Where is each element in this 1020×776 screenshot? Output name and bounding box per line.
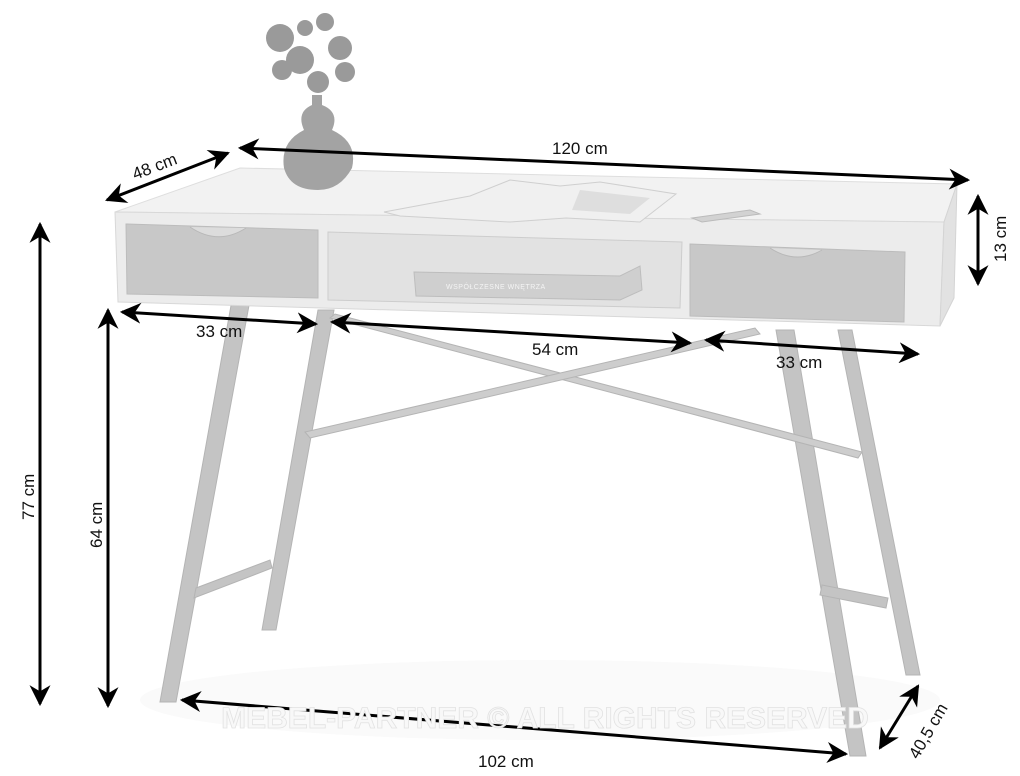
- dim-right-drawer-arrow: [703, 330, 921, 364]
- desk-side-face: [939, 183, 958, 327]
- desk-legs: [159, 299, 921, 757]
- dim-leg-span-arrow: [179, 691, 849, 763]
- left-drawer: [125, 223, 319, 299]
- label-width-top: 120 cm: [552, 139, 608, 158]
- watermark: MEBEL-PARTNER © ALL RIGHTS RESERVED: [221, 702, 869, 735]
- label-leg-span-width: 102 cm: [478, 752, 534, 771]
- phone: [690, 209, 762, 223]
- right-drawer-handle: [769, 247, 823, 258]
- label-depth-top: 48 cm: [130, 149, 180, 183]
- right-drawer: [689, 243, 906, 323]
- label-drawer-height: 13 cm: [991, 216, 1010, 262]
- desk-body: WSPÓŁCZESNE WNĘTRZA: [114, 167, 958, 327]
- label-right-drawer: 33 cm: [776, 353, 822, 372]
- flowers: [266, 13, 355, 93]
- label-total-height: 77 cm: [19, 474, 38, 520]
- dim-middle-arrow: [329, 312, 693, 353]
- dim-depth-arrow: [105, 150, 230, 203]
- crossbar-left: [193, 559, 273, 599]
- left-drawer-handle: [189, 226, 247, 238]
- label-middle-shelf: 54 cm: [532, 340, 578, 359]
- leg-back-left: [261, 309, 335, 631]
- dim-left-drawer-arrow: [119, 302, 319, 334]
- magazine-picture: [572, 190, 650, 214]
- vase: [283, 95, 354, 190]
- leg-back-right: [837, 329, 921, 676]
- vase-with-flowers: [266, 13, 355, 190]
- crossbar-right: [819, 584, 889, 609]
- label-left-drawer: 33 cm: [196, 322, 242, 341]
- book-title: WSPÓŁCZESNE WNĘTRZA: [446, 282, 546, 291]
- dimension-lines: [29, 138, 989, 763]
- leg-front-left: [159, 299, 251, 703]
- shelf-book: [413, 265, 643, 301]
- dim-width-arrow: [237, 138, 971, 190]
- dim-leg-depth-arrow: [878, 684, 920, 750]
- label-leg-clearance: 64 cm: [87, 502, 106, 548]
